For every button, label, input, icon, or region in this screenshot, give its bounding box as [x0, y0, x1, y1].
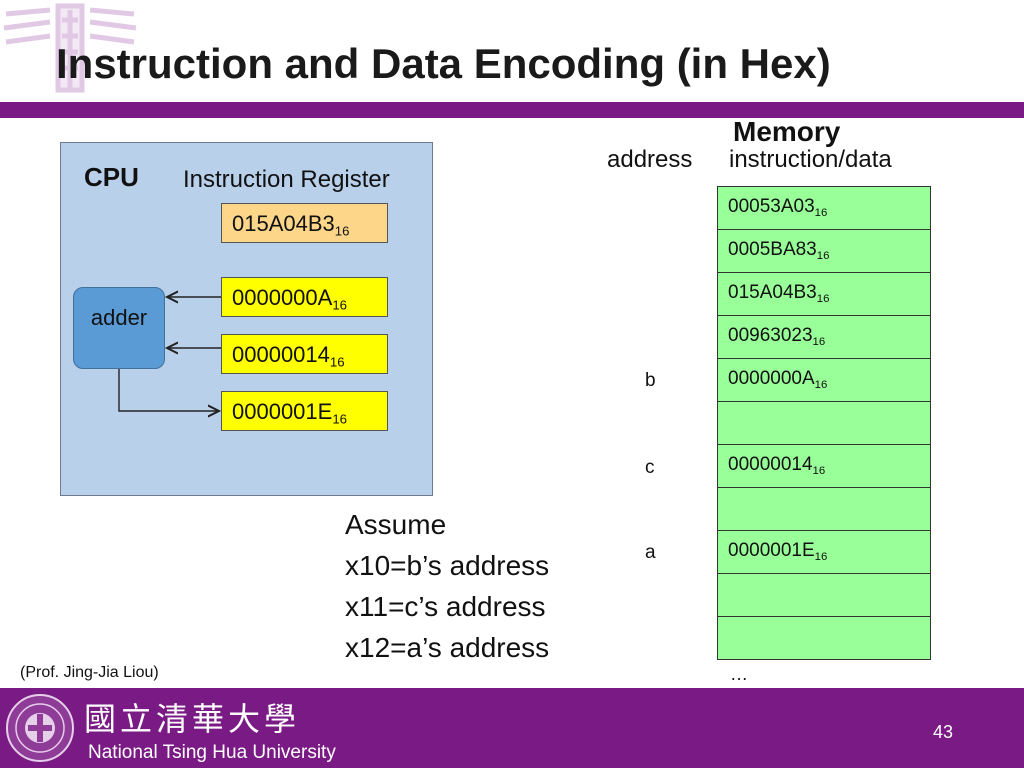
university-seal-icon [6, 694, 74, 762]
memory-title: Memory [733, 116, 841, 147]
memory-cell [718, 617, 930, 660]
instruction-data-header: instruction/data [729, 146, 892, 173]
assume-line: x10=b’s address [345, 550, 550, 581]
register-3: 0000001E16 [221, 391, 388, 431]
title-underline-band [0, 102, 1024, 118]
register-2: 0000001416 [221, 334, 388, 374]
page-number: 43 [933, 722, 954, 742]
author-credit: (Prof. Jing-Jia Liou) [20, 664, 159, 681]
arrow-adder-to-register-3 [118, 369, 219, 411]
memory-cell: 0096302316 [718, 316, 930, 359]
university-english-name: National Tsing Hua University [88, 742, 336, 763]
address-label-b: b [645, 370, 656, 391]
instruction-register: 015A04B316 [221, 203, 388, 243]
adder-arrows [118, 0, 440, 500]
footer-band [0, 688, 1024, 768]
assume-block: Assume x10=b’s address x11=c’s address x… [345, 504, 549, 668]
address-label-a: a [645, 542, 656, 563]
memory-cell: 015A04B316 [718, 273, 930, 316]
address-label-c: c [645, 457, 655, 478]
assume-line: x11=c’s address [345, 591, 546, 622]
adder: adder [73, 287, 165, 369]
assume-heading: Assume [345, 509, 447, 540]
memory-cell [718, 402, 930, 445]
memory-cell [718, 574, 930, 617]
memory-cell: 00053A0316 [718, 187, 930, 230]
cpu-label: CPU [84, 162, 139, 192]
memory-cell: 0000001E16 [718, 531, 930, 574]
address-header: address [607, 146, 693, 173]
memory-cell [718, 488, 930, 531]
register-1: 0000000A16 [221, 277, 388, 317]
memory-cell: 0000001416 [718, 445, 930, 488]
slide-title: Instruction and Data Encoding (in Hex) [56, 40, 831, 87]
university-chinese-name: 國立清華大學 [84, 700, 301, 738]
memory-cell: 0000000A16 [718, 359, 930, 402]
memory-cell: 0005BA8316 [718, 230, 930, 273]
memory-table: 00053A0316 0005BA8316 015A04B316 0096302… [717, 186, 931, 660]
instruction-register-label: Instruction Register [183, 166, 390, 193]
university-emblem-icon [3, 3, 137, 93]
assume-line: x12=a’s address [345, 632, 550, 663]
memory-ellipsis: … [730, 664, 748, 684]
